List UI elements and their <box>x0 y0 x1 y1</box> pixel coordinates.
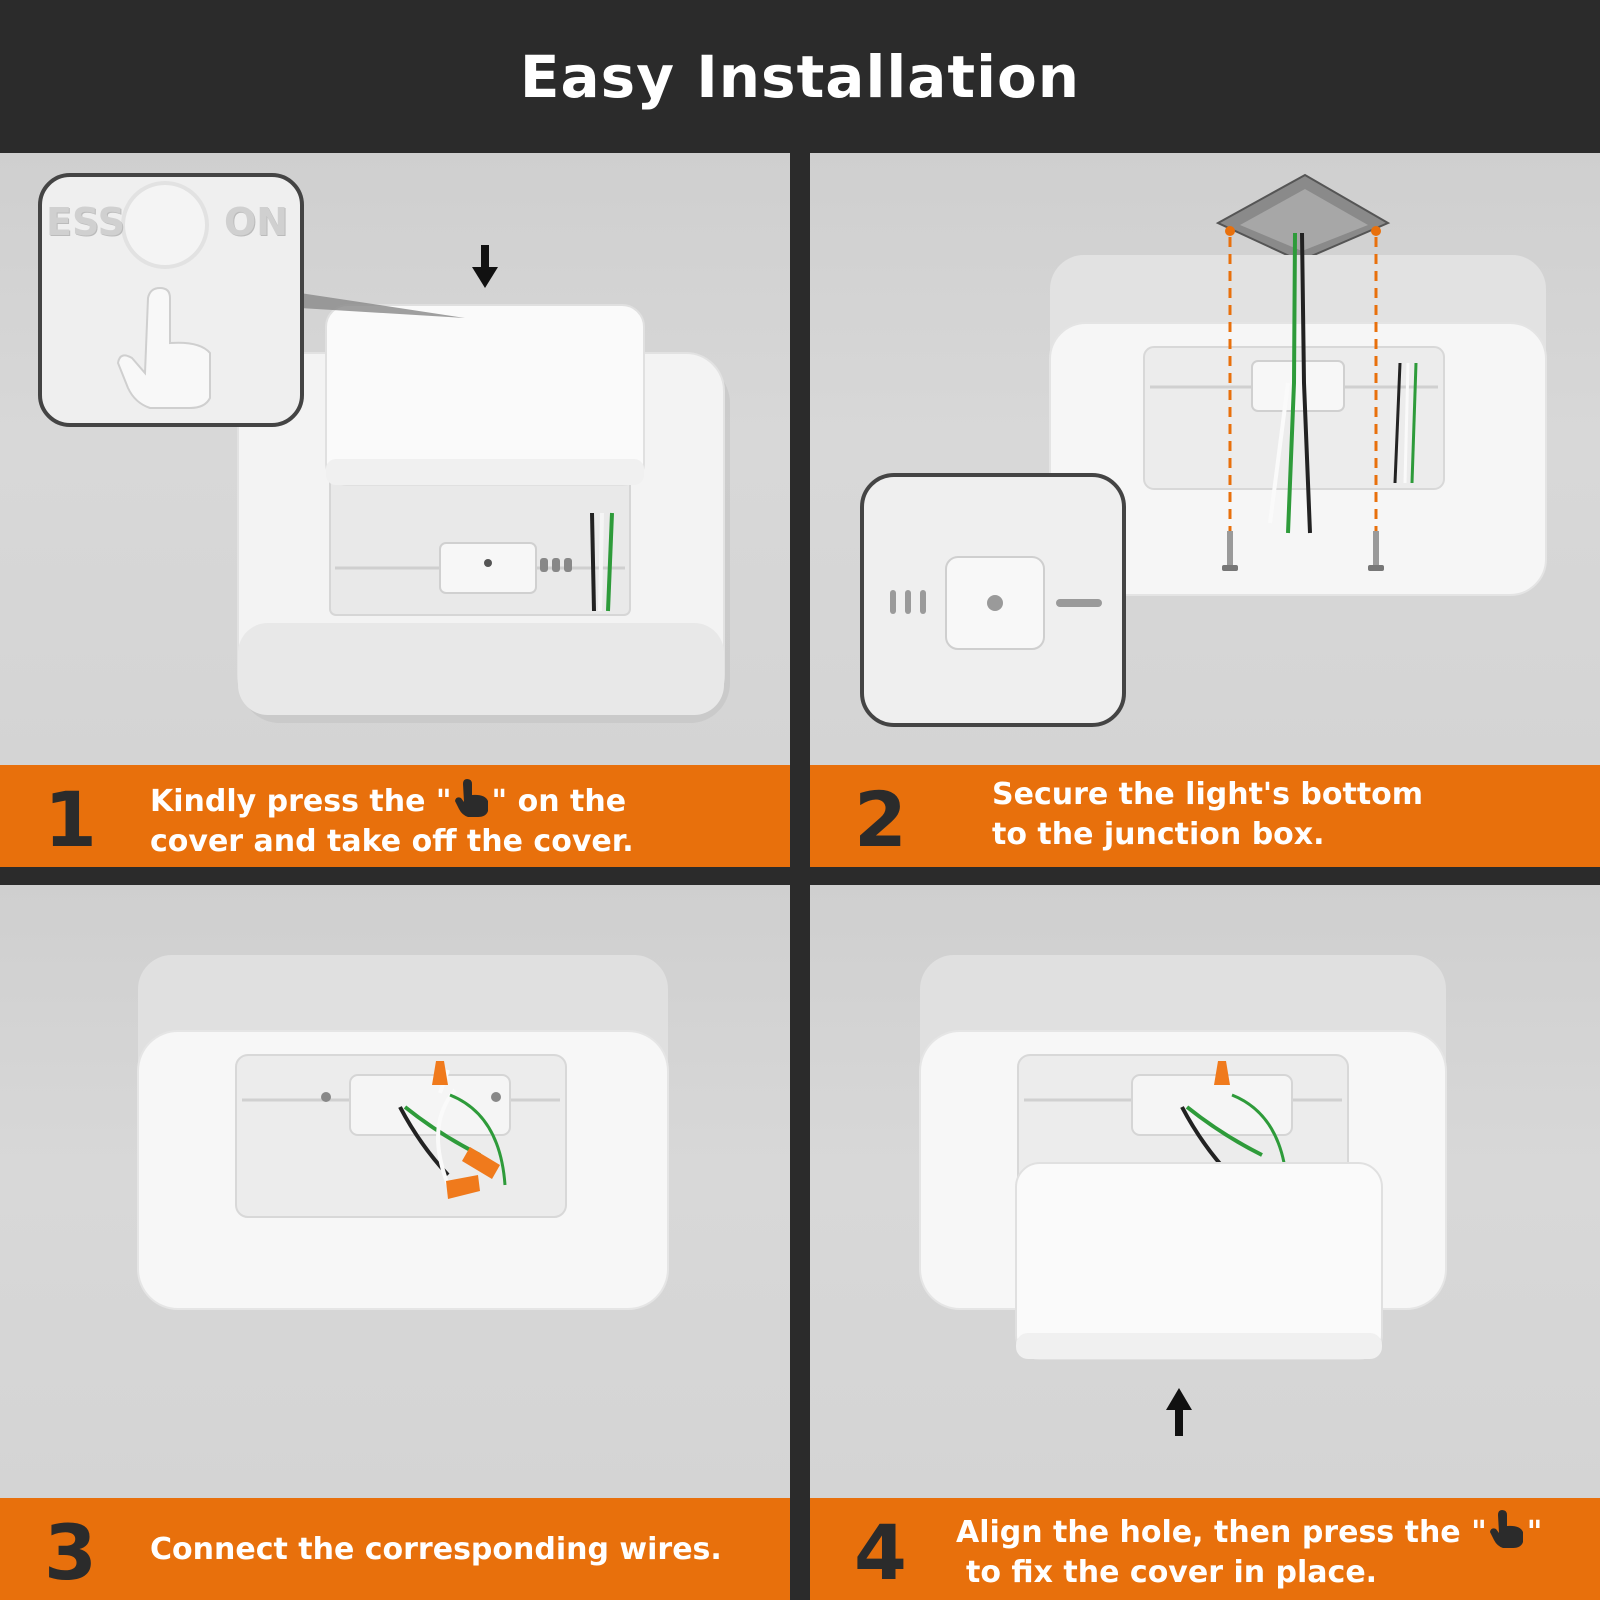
step-number: 3 <box>44 1508 97 1597</box>
wire-green <box>1286 232 1297 534</box>
step-text-line1-pre: Align the hole, then press the " <box>956 1515 1487 1550</box>
screw-icon <box>1368 531 1384 571</box>
step-text-line2: cover and take off the cover. <box>150 824 634 859</box>
step-1-text: Kindly press the " " on the cover and tak… <box>150 777 634 862</box>
page-header: Easy Installation <box>0 0 1600 153</box>
step-3-panel: 3 Connect the corresponding wires. <box>0 885 790 1600</box>
wire-white <box>1268 382 1290 524</box>
wire-white <box>436 1088 457 1186</box>
arrow-up-icon <box>1166 1388 1192 1436</box>
step-1-illustration <box>38 173 730 723</box>
step-number: 2 <box>854 775 907 864</box>
wire-connector-icon <box>1214 1061 1230 1085</box>
step-text-line1-pre: Kindly press the " <box>150 784 452 819</box>
step-number: 4 <box>854 1508 907 1597</box>
hand-pointer-icon <box>1489 1510 1523 1548</box>
step-2-caption: 2 Secure the light's bottom to the junct… <box>810 765 1600 867</box>
wire-connector-icon <box>462 1147 500 1179</box>
hand-pointer-icon <box>454 779 488 817</box>
fixture-cover <box>325 304 645 486</box>
wire-connector-icon <box>432 1061 448 1085</box>
step-1-caption: 1 Kindly press the " " on the cover and t… <box>0 765 790 867</box>
step-1-panel: ESS ON 1 Kindly press the " " on the cove… <box>0 153 790 867</box>
hand-pointer-icon <box>116 286 211 409</box>
step-3-illustration <box>137 955 669 1310</box>
mounting-block <box>1251 360 1345 412</box>
step-4-caption: 4 Align the hole, then press the " " to f… <box>810 1498 1600 1600</box>
wire-black <box>590 512 596 612</box>
step-3-caption: 3 Connect the corresponding wires. <box>0 1498 790 1600</box>
step-1-inset <box>38 173 304 427</box>
wire-black <box>1300 232 1312 534</box>
step-2-text: Secure the light's bottom to the junctio… <box>992 775 1423 855</box>
step-2-inset <box>860 473 1126 727</box>
page-title: Easy Installation <box>519 42 1081 111</box>
step-2-illustration <box>860 173 1547 727</box>
wire-white <box>598 512 604 612</box>
step-4-illustration <box>919 955 1447 1436</box>
screw-icon <box>1222 531 1238 571</box>
step-text-line1-post: " on the <box>491 784 627 819</box>
step-4-panel: 4 Align the hole, then press the " " to f… <box>810 885 1600 1600</box>
step-3-text: Connect the corresponding wires. <box>150 1532 722 1567</box>
step-text-line1-post: " <box>1526 1515 1543 1550</box>
step-4-text: Align the hole, then press the " " to fix… <box>956 1508 1542 1593</box>
inset-text-left: ESS <box>46 200 125 244</box>
mounting-block <box>439 542 537 594</box>
step-text-line1: Secure the light's bottom <box>992 777 1424 812</box>
step-text-line2: to fix the cover in place. <box>966 1555 1378 1590</box>
step-number: 1 <box>44 775 97 864</box>
fixture-cover <box>1015 1162 1383 1360</box>
mounting-block <box>1131 1074 1293 1136</box>
step-text-line2: to the junction box. <box>992 817 1325 852</box>
mounting-block <box>349 1074 511 1136</box>
inset-text-right: ON <box>224 200 289 244</box>
wire-connector-icon <box>446 1175 480 1199</box>
arrow-down-icon <box>472 245 498 288</box>
wire-green <box>1185 1105 1263 1157</box>
wire-green <box>606 512 614 612</box>
step-2-panel: 2 Secure the light's bottom to the junct… <box>810 153 1600 867</box>
